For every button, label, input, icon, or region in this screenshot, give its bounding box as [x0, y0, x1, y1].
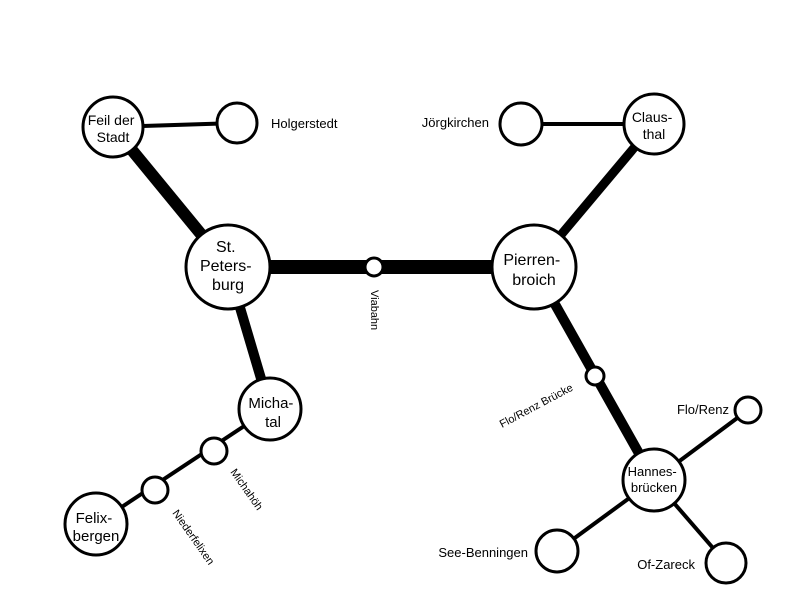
- label-line: Feil der: [88, 112, 135, 128]
- station-claus-thal[interactable]: [622, 92, 686, 156]
- label-line: thal: [643, 126, 666, 142]
- label-pierrenbroich: Pierren- broich: [503, 252, 564, 289]
- station-pierrenbroich[interactable]: [490, 223, 578, 311]
- station-joergkirchen[interactable]: [498, 101, 544, 147]
- label-flo-renz: Flo/Renz: [677, 402, 729, 417]
- label-hannesbruecken: Hannes- brücken: [628, 464, 681, 495]
- label-line: Claus-: [632, 109, 673, 125]
- station-flo-renz[interactable]: [733, 395, 763, 425]
- label-holgerstedt: Holgerstedt: [271, 116, 338, 131]
- labels: Feil der Stadt Holgerstedt Jörgkirchen C…: [73, 109, 729, 572]
- label-viabahn: Viabahn: [368, 290, 380, 330]
- label-line: Micha-: [248, 395, 293, 412]
- label-st-petersburg: St. Peters- burg: [200, 239, 256, 294]
- label-line: Stadt: [97, 129, 130, 145]
- stations: [63, 92, 763, 585]
- station-felixbergen[interactable]: [63, 491, 129, 557]
- label-line: brücken: [631, 480, 677, 495]
- label-niederfelixen: Niederfelixen: [170, 508, 217, 567]
- label-claus-thal: Claus- thal: [632, 109, 676, 142]
- station-hannesbruecken[interactable]: [621, 447, 687, 513]
- label-felixbergen: Felix- bergen: [73, 510, 120, 545]
- station-flo-renz-bruecke[interactable]: [584, 365, 606, 387]
- label-line: tal: [265, 414, 281, 431]
- label-line: burg: [212, 277, 244, 294]
- station-michatal[interactable]: [237, 376, 303, 442]
- station-see-benningen[interactable]: [534, 528, 580, 574]
- label-flo-renz-bruecke: Flo/Renz Brücke: [498, 382, 575, 431]
- label-see-benningen: See-Benningen: [438, 545, 528, 560]
- label-of-zareck: Of-Zareck: [637, 557, 695, 572]
- station-st-petersburg[interactable]: [184, 223, 272, 311]
- label-feil-der-stadt: Feil der Stadt: [88, 112, 139, 145]
- label-line: Hannes-: [628, 464, 677, 479]
- label-michahoeh: Michahöh: [228, 467, 265, 513]
- station-holgerstedt[interactable]: [215, 101, 259, 145]
- station-viabahn[interactable]: [363, 256, 385, 278]
- label-line: Felix-: [76, 510, 113, 527]
- label-michatal: Micha- tal: [248, 395, 297, 431]
- label-line: Peters-: [200, 258, 252, 275]
- label-line: St.: [216, 239, 236, 256]
- station-of-zareck[interactable]: [704, 541, 748, 585]
- label-joergkirchen: Jörgkirchen: [422, 115, 489, 130]
- label-line: Pierren-: [503, 252, 560, 269]
- edge-michatal-felixbergen: [94, 407, 272, 526]
- label-line: bergen: [73, 528, 120, 545]
- station-niederfelixen[interactable]: [140, 475, 170, 505]
- label-line: broich: [512, 272, 556, 289]
- station-michahoeh[interactable]: [199, 436, 229, 466]
- station-feil-der-stadt[interactable]: [81, 95, 145, 159]
